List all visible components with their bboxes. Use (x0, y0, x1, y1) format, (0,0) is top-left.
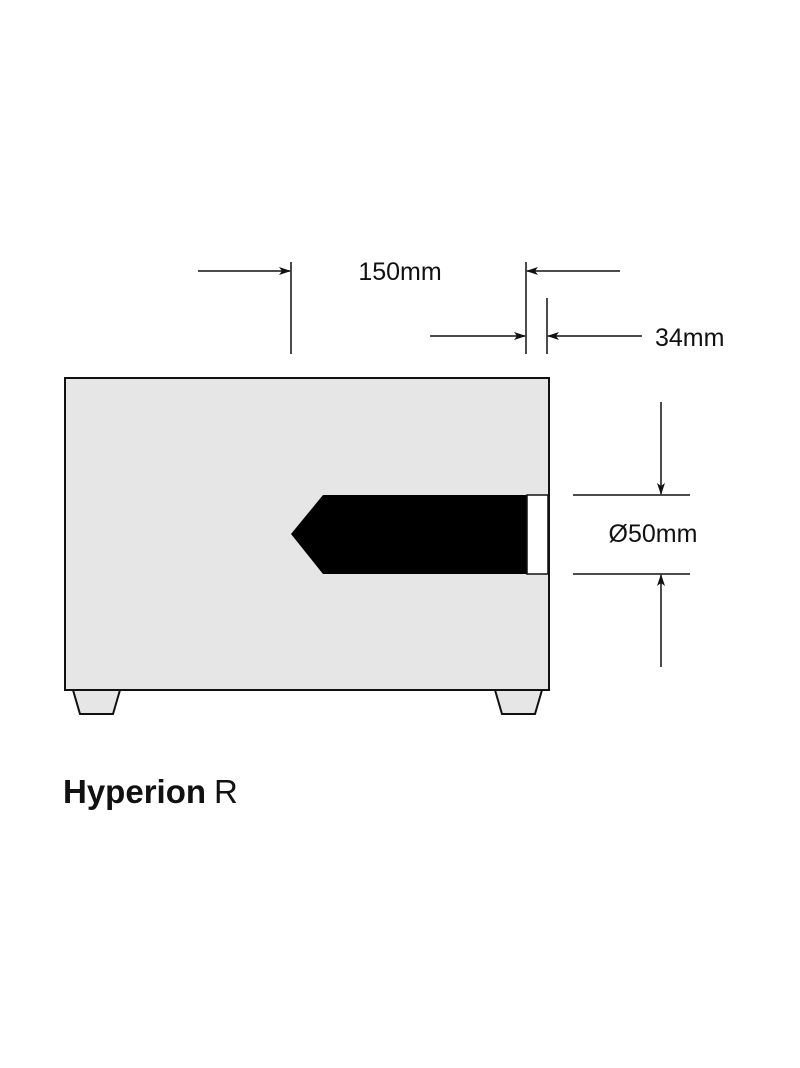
port-tube (291, 495, 527, 574)
product-name: Hyperion (63, 773, 206, 810)
product-variant: R (214, 773, 238, 810)
length-dimension: 150mm (198, 258, 620, 354)
left-foot (71, 689, 122, 715)
right-foot (493, 689, 544, 715)
diameter-label: Ø50mm (609, 520, 698, 548)
diameter-dimension: Ø50mm (573, 402, 697, 667)
length-label: 150mm (358, 258, 441, 286)
port-opening (526, 494, 549, 575)
depth-dimension: 34mm (430, 298, 724, 354)
depth-label: 34mm (655, 324, 724, 352)
